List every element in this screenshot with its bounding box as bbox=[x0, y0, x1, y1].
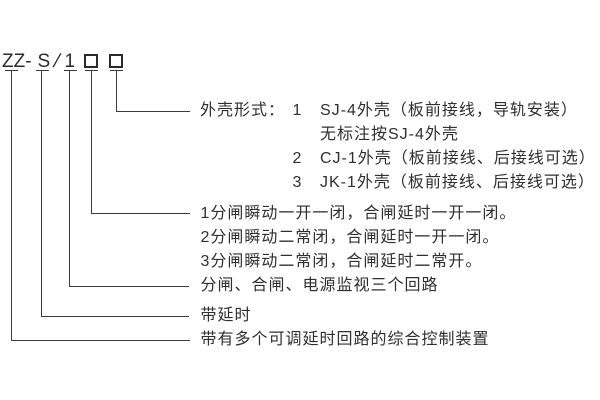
enclosure-opt3-num: 3 bbox=[292, 174, 303, 191]
contact-option-1: 1分闸瞬动一开一闭，合闸延时一开一闭。 bbox=[200, 205, 517, 222]
tick-contacts bbox=[84, 69, 98, 71]
code-delay: S bbox=[37, 51, 51, 72]
connector-enclosure bbox=[115, 70, 190, 112]
code-family: ZZ- bbox=[2, 51, 32, 72]
delay-label: 带延时 bbox=[200, 307, 252, 324]
enclosure-opt1-text: SJ-4外壳（板前接线，导轨安装） bbox=[320, 102, 578, 119]
code-slash: / bbox=[50, 51, 62, 72]
enclosure-label: 外壳形式： bbox=[200, 102, 286, 119]
connector-device bbox=[10, 70, 190, 341]
device-label: 带有多个可调延时回路的综合控制装置 bbox=[200, 331, 490, 348]
enclosure-opt2-text: CJ-1外壳（板前接线、后接线可选） bbox=[320, 150, 596, 167]
connector-circuits bbox=[69, 70, 190, 287]
enclosure-opt3-text: JK-1外壳（板前接线、后接线可选） bbox=[320, 174, 595, 191]
tick-delay bbox=[35, 69, 49, 71]
code-circuits: 1 bbox=[64, 51, 76, 72]
connector-delay bbox=[41, 70, 190, 317]
contact-option-2: 2分闸瞬动二常闭，合闸延时一开一闭。 bbox=[200, 229, 500, 246]
enclosure-opt1-note: 无标注按SJ-4外壳 bbox=[320, 126, 459, 143]
enclosure-opt1-num: 1 bbox=[292, 102, 303, 119]
tick-family bbox=[4, 69, 18, 71]
tick-circuits bbox=[63, 69, 77, 71]
enclosure-opt2-num: 2 bbox=[292, 150, 303, 167]
circuits-label: 分闸、合闸、电源监视三个回路 bbox=[200, 277, 439, 294]
contact-option-3: 3分闸瞬动二常闭，合闸延时二常开。 bbox=[200, 253, 483, 270]
tick-enclosure bbox=[109, 69, 123, 71]
code-box-contacts bbox=[84, 53, 98, 68]
connector-contacts bbox=[90, 70, 190, 214]
code-box-enclosure bbox=[109, 53, 123, 68]
